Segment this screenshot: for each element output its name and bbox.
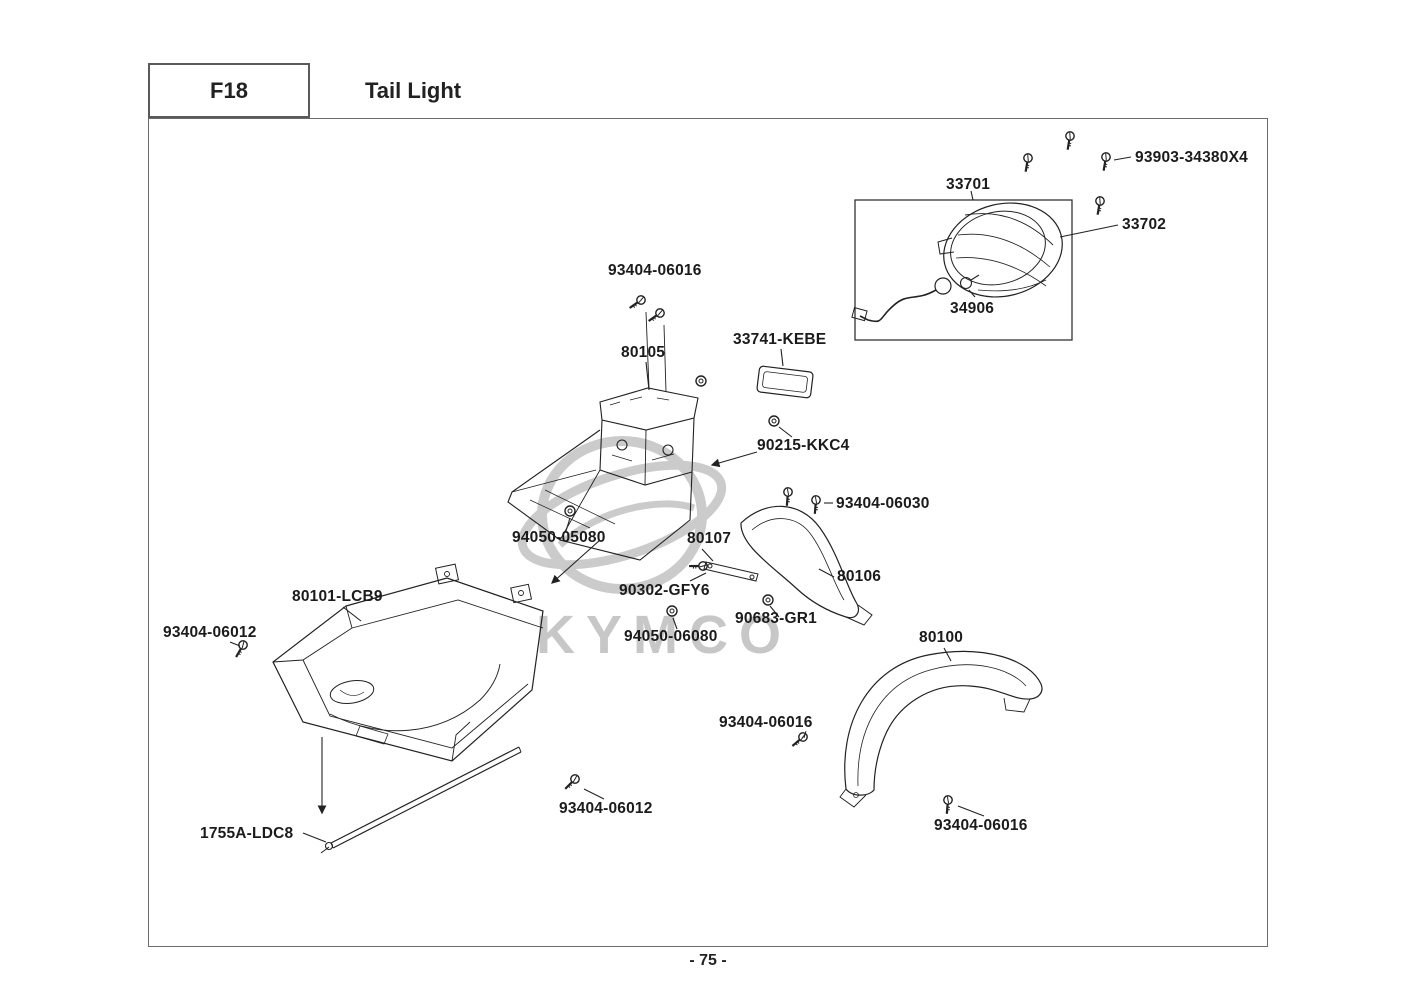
- page-number: - 75 -: [689, 952, 727, 969]
- part-label-80101-lcb9: 80101-LCB9: [292, 588, 383, 605]
- part-label-93404-06012-b: 93404-06012: [559, 800, 653, 817]
- part-label-33741-kebe: 33741-KEBE: [733, 331, 827, 348]
- part-label-80106: 80106: [837, 568, 882, 585]
- part-label-94050-05080: 94050-05080: [512, 529, 606, 546]
- section-code-box: F18: [148, 63, 310, 118]
- part-label-1755a-ldc8: 1755A-LDC8: [200, 825, 294, 842]
- part-label-90215-kkc4: 90215-KKC4: [757, 437, 850, 454]
- part-label-80107: 80107: [687, 530, 732, 547]
- kymco-watermark-text: KYMCO: [536, 605, 792, 665]
- part-label-93903-34380x4: 93903-34380X4: [1135, 149, 1248, 166]
- part-label-33701: 33701: [946, 176, 991, 193]
- part-label-90683-gr1: 90683-GR1: [735, 610, 817, 627]
- part-label-93404-06016-b: 93404-06016: [719, 714, 813, 731]
- part-label-33702: 33702: [1122, 216, 1167, 233]
- part-label-90302-gfy6: 90302-GFY6: [619, 582, 710, 599]
- part-label-94050-06080: 94050-06080: [624, 628, 718, 645]
- part-label-34906: 34906: [950, 300, 995, 317]
- page-border: [148, 118, 1268, 947]
- kymco-emblem: [517, 436, 727, 594]
- part-label-93404-06016-c: 93404-06016: [934, 817, 1028, 834]
- part-label-93404-06016-a: 93404-06016: [608, 262, 702, 279]
- section-code: F18: [210, 77, 248, 103]
- part-label-93404-06012-a: 93404-06012: [163, 624, 257, 641]
- part-label-80105: 80105: [621, 344, 666, 361]
- part-label-93404-06030: 93404-06030: [836, 495, 930, 512]
- page-title: Tail Light: [365, 78, 462, 103]
- part-label-80100: 80100: [919, 629, 964, 646]
